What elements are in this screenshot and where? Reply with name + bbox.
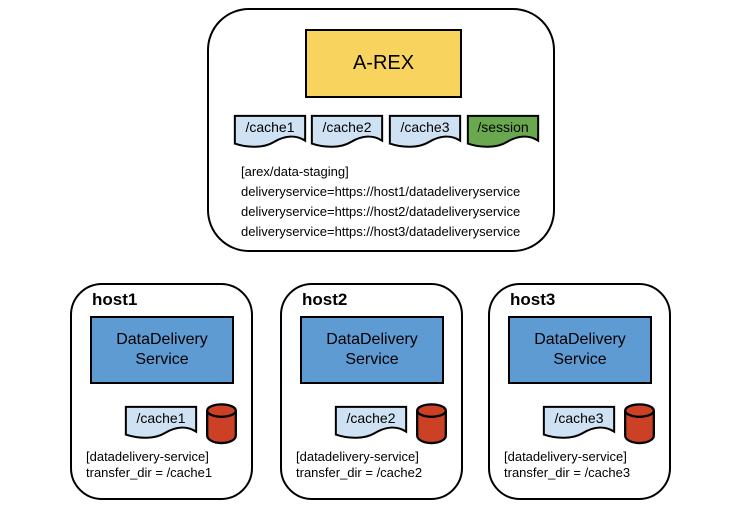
database-cylinder-icon bbox=[624, 403, 655, 445]
arex-panel: A-REX /cache1 /cache2 /cache3 /session bbox=[207, 8, 555, 252]
cache-document-label: /cache3 bbox=[554, 410, 604, 426]
host-title: host3 bbox=[510, 290, 556, 309]
cache-document-label: /cache1 bbox=[245, 119, 295, 135]
host-config-text: [datadelivery-service] transfer_dir = /c… bbox=[86, 449, 212, 481]
host-config-text: [datadelivery-service] transfer_dir = /c… bbox=[296, 449, 422, 481]
cache-document-label: /cache3 bbox=[400, 119, 450, 135]
cache-document-label: /cache2 bbox=[322, 119, 372, 135]
document-icon bbox=[388, 114, 462, 151]
config-line: transfer_dir = /cache3 bbox=[504, 465, 631, 480]
host3-panel: host3 DataDelivery Service /cache3 [data… bbox=[488, 283, 671, 500]
host1-panel: host1 DataDelivery Service /cache1 [data… bbox=[70, 283, 253, 500]
host2-panel: host2 DataDelivery Service /cache2 [data… bbox=[280, 283, 463, 500]
host3-cache-document: /cache3 bbox=[542, 405, 616, 442]
host-title: host1 bbox=[92, 290, 138, 309]
config-line: deliveryservice=https://host1/datadelive… bbox=[241, 184, 521, 199]
config-header: [datadelivery-service] bbox=[296, 449, 419, 464]
host2-cache-document: /cache2 bbox=[334, 405, 408, 442]
document-icon bbox=[233, 114, 307, 151]
datadelivery-service-box: DataDelivery Service bbox=[300, 316, 444, 384]
config-header: [arex/data-staging] bbox=[241, 164, 349, 179]
document-icon bbox=[466, 114, 540, 151]
datadelivery-service-box: DataDelivery Service bbox=[90, 316, 234, 384]
arex-title: A-REX bbox=[352, 52, 415, 74]
arex-cache2-document: /cache2 bbox=[310, 114, 384, 151]
config-line: transfer_dir = /cache2 bbox=[296, 465, 423, 480]
arex-cache3-document: /cache3 bbox=[388, 114, 462, 151]
host-title: host2 bbox=[302, 290, 348, 309]
database-cylinder-icon bbox=[206, 403, 237, 445]
document-icon bbox=[542, 405, 616, 442]
config-line: deliveryservice=https://host2/datadelive… bbox=[241, 204, 521, 219]
host-config-text: [datadelivery-service] transfer_dir = /c… bbox=[504, 449, 630, 481]
arex-config-text: [arex/data-staging] deliveryservice=http… bbox=[241, 162, 520, 242]
arex-session-document: /session bbox=[466, 114, 540, 151]
datadelivery-service-box: DataDelivery Service bbox=[508, 316, 652, 384]
database-cylinder-icon bbox=[416, 403, 447, 445]
arex-service-box: A-REX bbox=[305, 29, 462, 98]
config-header: [datadelivery-service] bbox=[86, 449, 209, 464]
arex-cache1-document: /cache1 bbox=[233, 114, 307, 151]
document-icon bbox=[310, 114, 384, 151]
cache-document-label: /cache1 bbox=[136, 410, 186, 426]
config-line: deliveryservice=https://host3/datadelive… bbox=[241, 224, 521, 239]
document-icon bbox=[124, 405, 198, 442]
cache-document-label: /cache2 bbox=[346, 410, 396, 426]
config-line: transfer_dir = /cache1 bbox=[86, 465, 213, 480]
config-header: [datadelivery-service] bbox=[504, 449, 627, 464]
session-document-label: /session bbox=[477, 119, 529, 135]
document-icon bbox=[334, 405, 408, 442]
host1-cache-document: /cache1 bbox=[124, 405, 198, 442]
